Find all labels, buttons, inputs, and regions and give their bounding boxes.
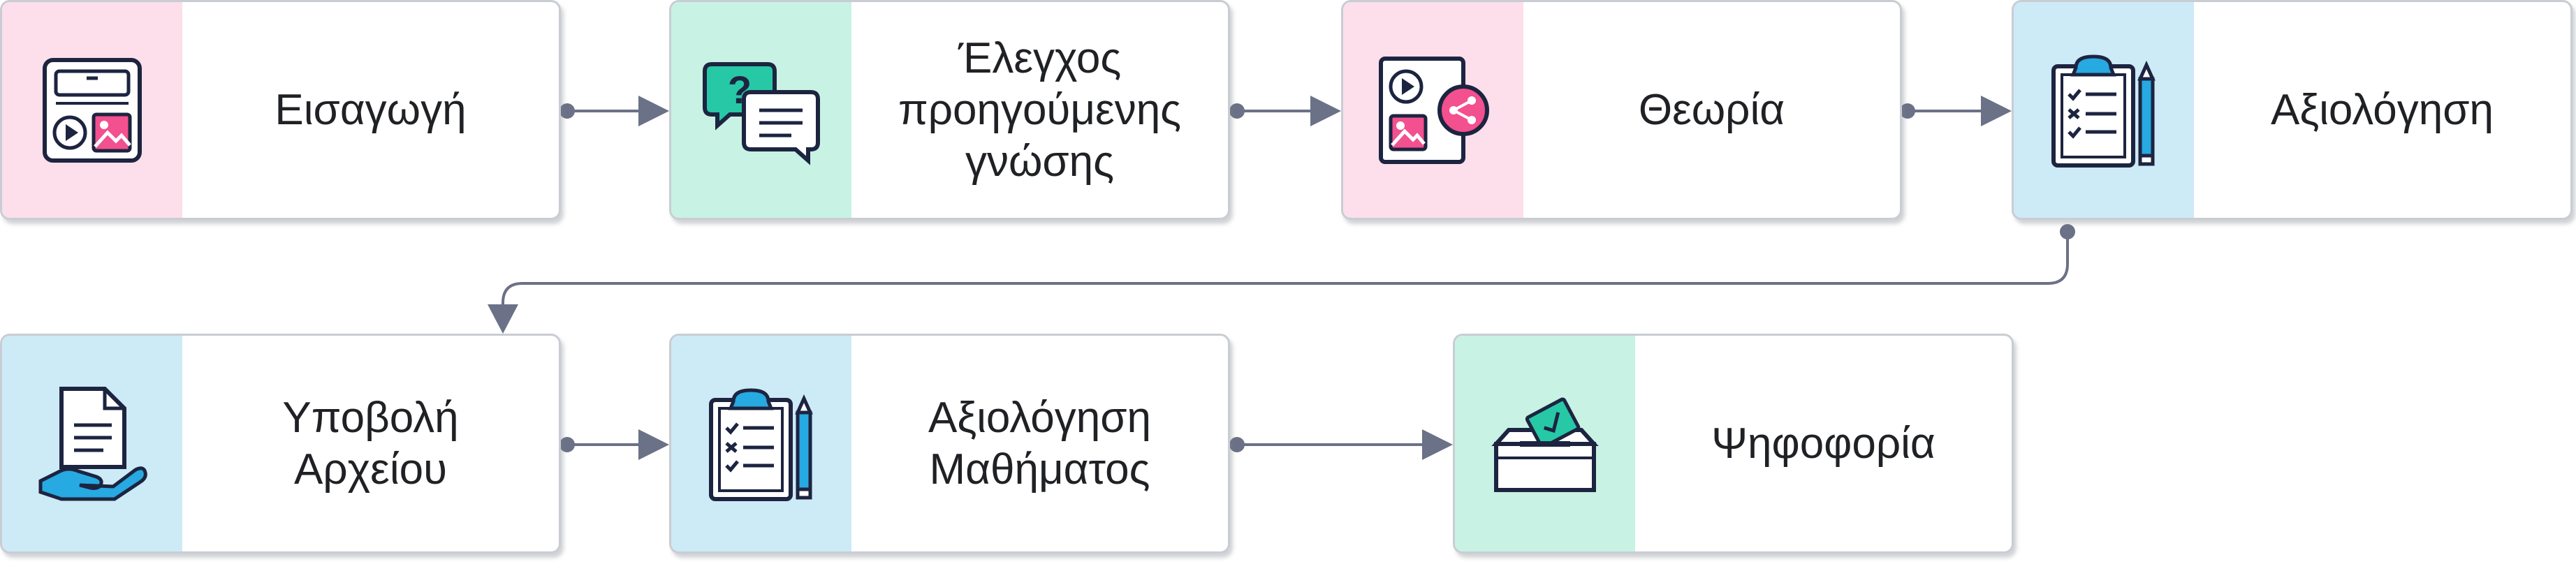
icon-panel: [1343, 2, 1523, 218]
label-area: Έλεγχος προηγούμενης γνώσης: [851, 2, 1228, 218]
step-card-file-submission[interactable]: Υποβολή Αρχείου: [0, 334, 561, 554]
connector-2-3: [1229, 96, 1341, 126]
connector-5-6: [559, 429, 669, 460]
step-card-introduction[interactable]: Εισαγωγή: [0, 0, 561, 220]
icon-panel: [2, 2, 182, 218]
connector-1-2: [559, 96, 669, 126]
document-hand-icon: [38, 386, 147, 500]
step-label: Έλεγχος προηγούμενης γνώσης: [898, 34, 1182, 186]
step-card-voting[interactable]: Ψηφοφορία: [1453, 334, 2014, 554]
label-area: Υποβολή Αρχείου: [182, 336, 559, 551]
media-share-icon: [1379, 56, 1489, 164]
step-label: Εισαγωγή: [275, 85, 467, 134]
clipboard-checklist-icon: [709, 387, 813, 501]
icon-panel: ?: [671, 2, 851, 218]
step-label: Αξιολόγηση Μαθήματος: [928, 393, 1151, 493]
step-card-prior-knowledge-check[interactable]: ? Έλεγχος προηγούμενης γνώσης: [669, 0, 1230, 220]
step-label: Θεωρία: [1638, 85, 1785, 134]
clipboard-checklist-icon: [2051, 54, 2156, 168]
step-card-assessment[interactable]: Αξιολόγηση: [2012, 0, 2573, 220]
label-area: Εισαγωγή: [182, 2, 559, 218]
question-chat-icon: ?: [703, 61, 820, 165]
label-area: Αξιολόγηση Μαθήματος: [851, 336, 1228, 551]
connector-4-5: [488, 224, 2075, 334]
connector-3-4: [1900, 96, 2012, 126]
icon-panel: [671, 336, 851, 551]
ballot-box-icon: [1491, 397, 1599, 492]
label-area: Ψηφοφορία: [1635, 336, 2012, 551]
icon-panel: [2014, 2, 2194, 218]
media-layout-icon: [43, 57, 142, 163]
step-label: Ψηφοφορία: [1711, 419, 1935, 468]
step-card-course-evaluation[interactable]: Αξιολόγηση Μαθήματος: [669, 334, 1230, 554]
step-label: Αξιολόγηση: [2271, 85, 2494, 134]
step-label: Υποβολή Αρχείου: [282, 393, 459, 493]
label-area: Αξιολόγηση: [2194, 2, 2570, 218]
connector-6-7: [1229, 429, 1453, 460]
icon-panel: [1455, 336, 1635, 551]
step-card-theory[interactable]: Θεωρία: [1341, 0, 1902, 220]
label-area: Θεωρία: [1523, 2, 1900, 218]
icon-panel: [2, 336, 182, 551]
